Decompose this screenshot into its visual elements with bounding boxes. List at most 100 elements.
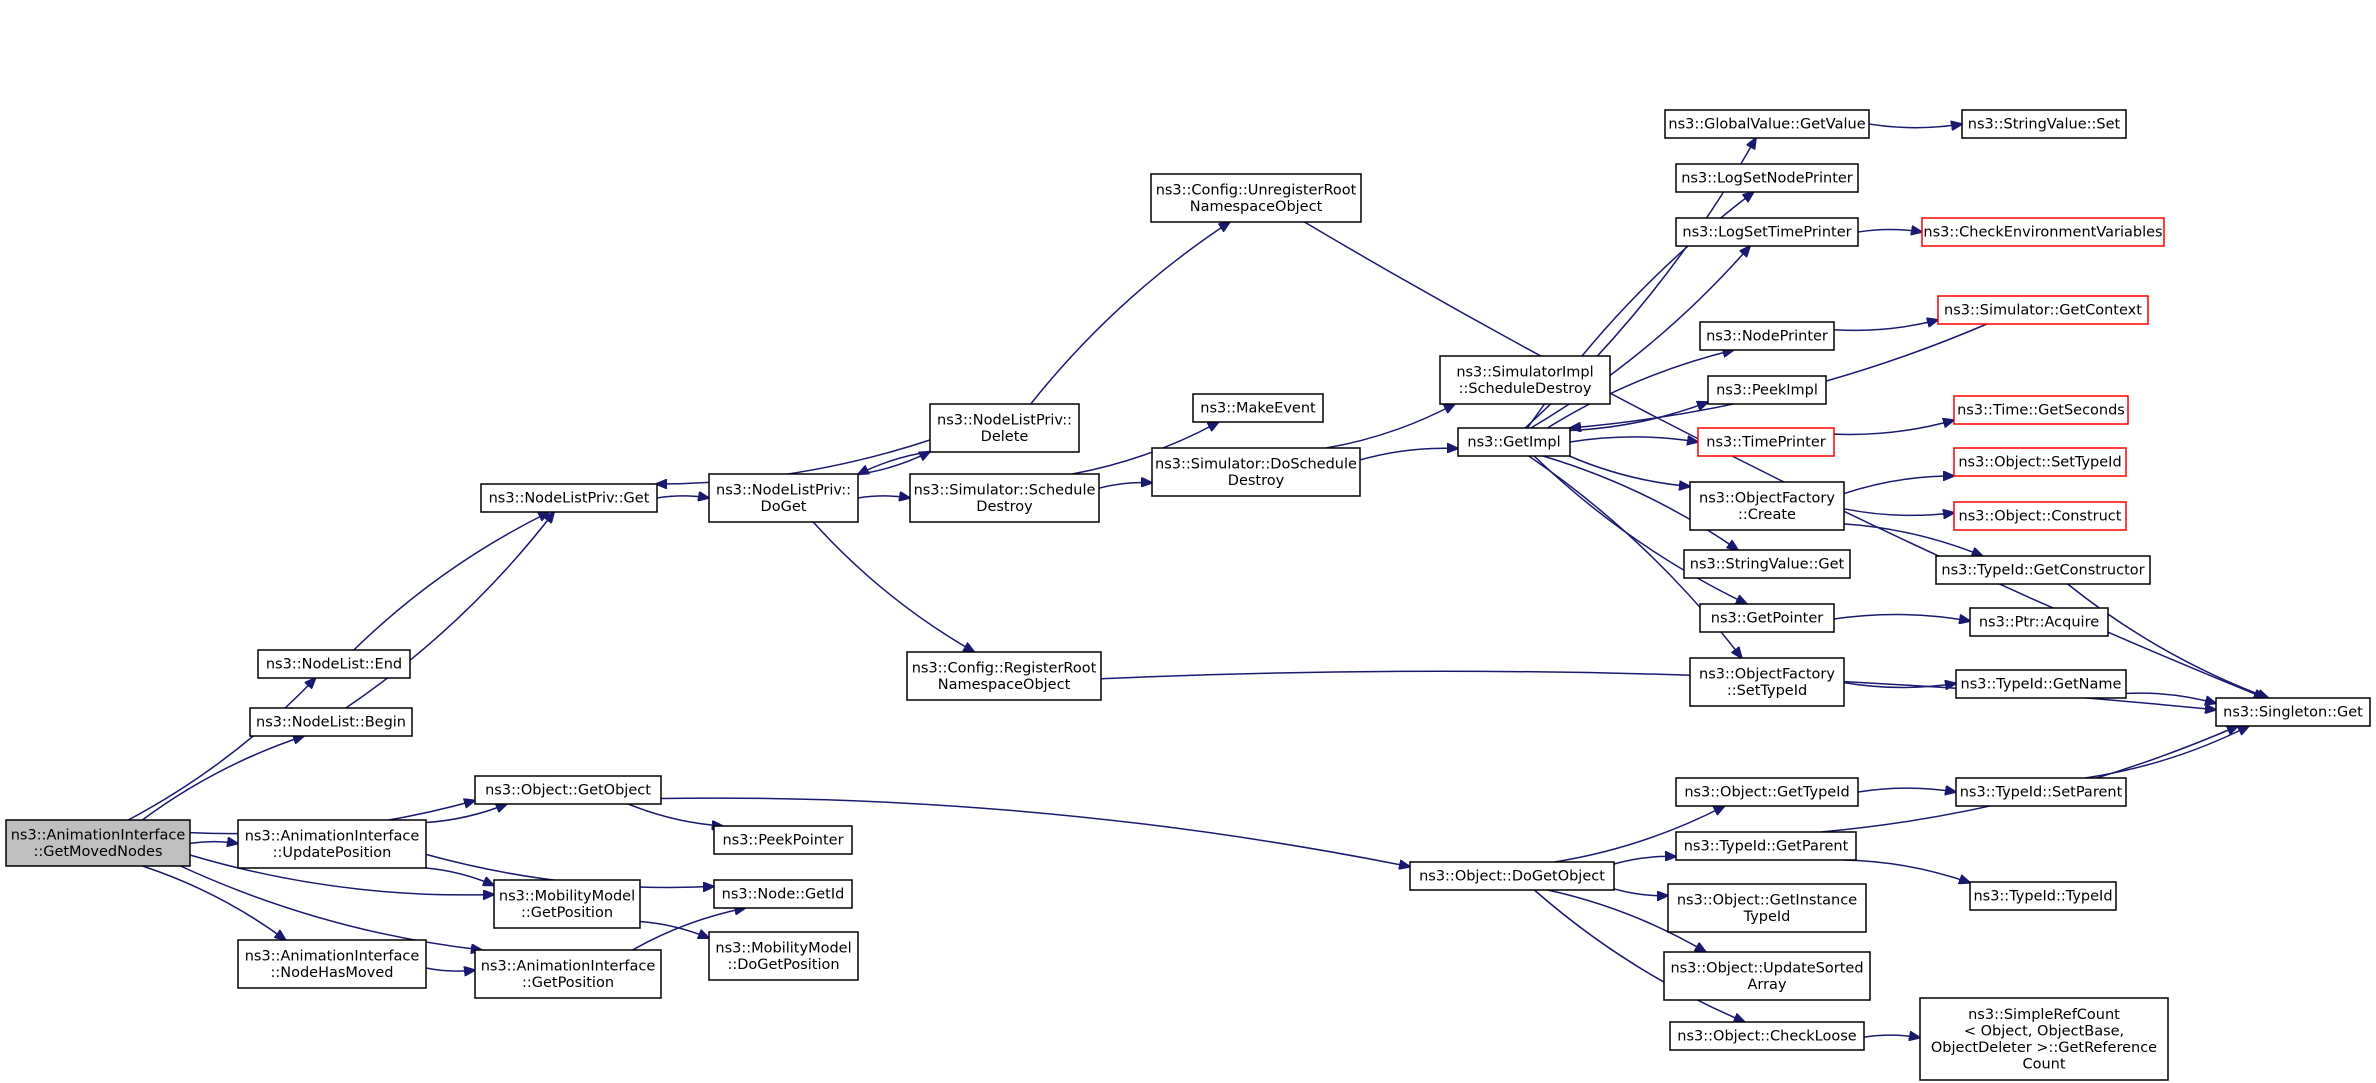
node-box[interactable] <box>708 931 859 981</box>
node-box[interactable] <box>1409 861 1615 891</box>
node-nlp-get[interactable]: ns3::NodeListPriv::Get <box>480 483 658 513</box>
node-typeid-typeid[interactable]: ns3::TypeId::TypeId <box>1969 881 2117 911</box>
node-box[interactable] <box>1457 427 1571 457</box>
node-box[interactable] <box>1439 355 1611 405</box>
node-obj-dogetobject[interactable]: ns3::Object::DoGetObject <box>1409 861 1615 891</box>
node-box[interactable] <box>237 819 427 869</box>
node-ptr-acquire[interactable]: ns3::Ptr::Acquire <box>1969 607 2109 637</box>
node-box[interactable] <box>5 819 191 867</box>
node-box[interactable] <box>1969 607 2109 637</box>
node-objfactory-create[interactable]: ns3::ObjectFactory::Create <box>1689 481 1845 531</box>
node-box[interactable] <box>1953 501 2127 531</box>
node-box[interactable] <box>1961 109 2127 139</box>
node-box[interactable] <box>1699 603 1835 633</box>
node-box[interactable] <box>1683 549 1851 579</box>
node-box[interactable] <box>1664 109 1870 139</box>
node-box[interactable] <box>1919 997 2169 1081</box>
node-gv-getvalue[interactable]: ns3::GlobalValue::GetValue <box>1664 109 1870 139</box>
node-node-getid[interactable]: ns3::Node::GetId <box>713 879 853 909</box>
node-nlp-delete[interactable]: ns3::NodeListPriv::Delete <box>929 403 1080 453</box>
node-box[interactable] <box>474 949 662 999</box>
node-box[interactable] <box>1663 951 1871 1001</box>
node-box[interactable] <box>906 651 1102 701</box>
node-obj-checkloose[interactable]: ns3::Object::CheckLoose <box>1669 1021 1865 1051</box>
node-box[interactable] <box>1689 657 1845 707</box>
node-box[interactable] <box>480 483 658 513</box>
node-typeid-getname[interactable]: ns3::TypeId::GetName <box>1955 669 2127 699</box>
node-box[interactable] <box>1935 555 2151 585</box>
node-box[interactable] <box>1675 831 1857 861</box>
node-box[interactable] <box>1192 393 1324 423</box>
node-typeid-getconstructor[interactable]: ns3::TypeId::GetConstructor <box>1935 555 2151 585</box>
node-singleton-get[interactable]: ns3::Singleton::Get <box>2215 697 2371 727</box>
node-box[interactable] <box>1669 1021 1865 1051</box>
node-box[interactable] <box>708 473 859 523</box>
node-box[interactable] <box>1150 173 1362 223</box>
node-box[interactable] <box>1937 295 2149 325</box>
node-typeid-setparent[interactable]: ns3::TypeId::SetParent <box>1955 777 2127 807</box>
node-make-event[interactable]: ns3::MakeEvent <box>1192 393 1324 423</box>
node-ai-node-has-moved[interactable]: ns3::AnimationInterface::NodeHasMoved <box>237 939 427 989</box>
node-box[interactable] <box>1953 395 2129 425</box>
node-objfactory-settypeid[interactable]: ns3::ObjectFactory::SetTypeId <box>1689 657 1845 707</box>
node-log-node-printer[interactable]: ns3::LogSetNodePrinter <box>1675 163 1859 193</box>
node-box[interactable] <box>1151 447 1361 497</box>
node-node-printer[interactable]: ns3::NodePrinter <box>1699 321 1835 351</box>
node-obj-construct[interactable]: ns3::Object::Construct <box>1953 501 2127 531</box>
node-obj-set-typeid[interactable]: ns3::Object::SetTypeId <box>1953 447 2127 477</box>
node-box[interactable] <box>929 403 1080 453</box>
node-box[interactable] <box>249 707 413 737</box>
node-mm-getposition[interactable]: ns3::MobilityModel::GetPosition <box>493 879 641 929</box>
node-box[interactable] <box>1955 669 2127 699</box>
node-obj-gettypeid[interactable]: ns3::Object::GetTypeId <box>1675 777 1859 807</box>
node-box[interactable] <box>1675 217 1859 247</box>
node-box[interactable] <box>713 879 853 909</box>
node-sv-get[interactable]: ns3::StringValue::Get <box>1683 549 1851 579</box>
node-box[interactable] <box>1969 881 2117 911</box>
node-box[interactable] <box>1675 777 1859 807</box>
node-log-time-printer[interactable]: ns3::LogSetTimePrinter <box>1675 217 1859 247</box>
node-nl-begin[interactable]: ns3::NodeList::Begin <box>249 707 413 737</box>
node-box[interactable] <box>1689 481 1845 531</box>
node-box[interactable] <box>909 473 1100 523</box>
node-box[interactable] <box>257 649 411 679</box>
node-root[interactable]: ns3::AnimationInterface::GetMovedNodes <box>5 819 191 867</box>
node-box[interactable] <box>1921 217 2165 247</box>
node-nl-end[interactable]: ns3::NodeList::End <box>257 649 411 679</box>
node-box[interactable] <box>237 939 427 989</box>
node-simplerefcount-getrefcount[interactable]: ns3::SimpleRefCount< Object, ObjectBase,… <box>1919 997 2169 1081</box>
node-box[interactable] <box>1675 163 1859 193</box>
node-box[interactable] <box>493 879 641 929</box>
node-time-getseconds[interactable]: ns3::Time::GetSeconds <box>1953 395 2129 425</box>
node-simimpl-schedule-destroy[interactable]: ns3::SimulatorImpl::ScheduleDestroy <box>1439 355 1611 405</box>
node-obj-getobject[interactable]: ns3::Object::GetObject <box>474 775 662 805</box>
node-get-impl[interactable]: ns3::GetImpl <box>1457 427 1571 457</box>
node-sim-schedule-destroy[interactable]: ns3::Simulator::ScheduleDestroy <box>909 473 1100 523</box>
node-get-pointer[interactable]: ns3::GetPointer <box>1699 603 1835 633</box>
node-box[interactable] <box>1667 883 1867 933</box>
node-box[interactable] <box>1699 321 1835 351</box>
node-time-printer[interactable]: ns3::TimePrinter <box>1697 427 1835 457</box>
node-ai-update-position[interactable]: ns3::AnimationInterface::UpdatePosition <box>237 819 427 869</box>
node-nlp-doget[interactable]: ns3::NodeListPriv::DoGet <box>708 473 859 523</box>
node-box[interactable] <box>713 825 853 855</box>
node-config-unregister[interactable]: ns3::Config::UnregisterRootNamespaceObje… <box>1150 173 1362 223</box>
node-mm-dogetposition[interactable]: ns3::MobilityModel::DoGetPosition <box>708 931 859 981</box>
node-peek-impl[interactable]: ns3::PeekImpl <box>1707 375 1827 405</box>
node-box[interactable] <box>1697 427 1835 457</box>
node-box[interactable] <box>1707 375 1827 405</box>
node-sim-get-context[interactable]: ns3::Simulator::GetContext <box>1937 295 2149 325</box>
node-box[interactable] <box>474 775 662 805</box>
node-box[interactable] <box>1953 447 2127 477</box>
node-typeid-getparent[interactable]: ns3::TypeId::GetParent <box>1675 831 1857 861</box>
node-box[interactable] <box>1955 777 2127 807</box>
node-box[interactable] <box>2215 697 2371 727</box>
node-check-env[interactable]: ns3::CheckEnvironmentVariables <box>1921 217 2165 247</box>
node-sv-set[interactable]: ns3::StringValue::Set <box>1961 109 2127 139</box>
node-ai-getposition[interactable]: ns3::AnimationInterface::GetPosition <box>474 949 662 999</box>
node-peek-pointer[interactable]: ns3::PeekPointer <box>713 825 853 855</box>
